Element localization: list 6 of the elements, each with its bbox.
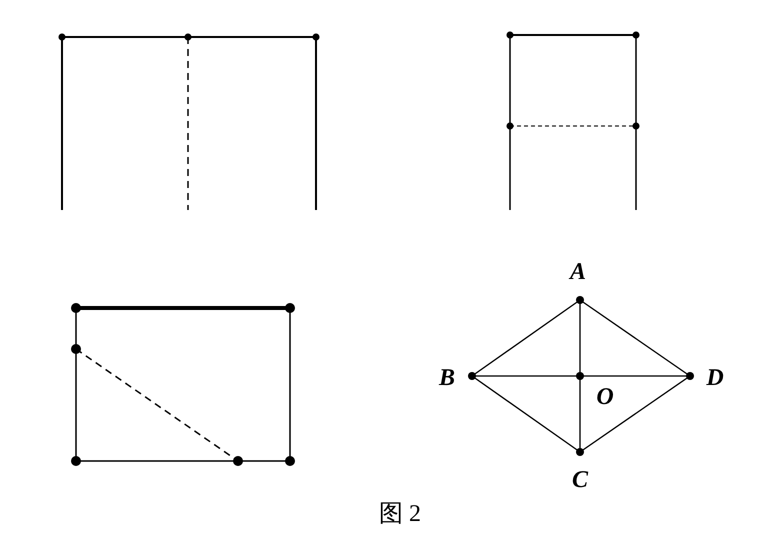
point-letter: B — [438, 366, 456, 390]
point-letter: D — [705, 366, 725, 390]
point-letter: C — [570, 468, 590, 492]
figure-caption: 图 2 — [378, 500, 422, 528]
point-letter: O — [595, 385, 615, 409]
point-letter: A — [568, 260, 587, 284]
